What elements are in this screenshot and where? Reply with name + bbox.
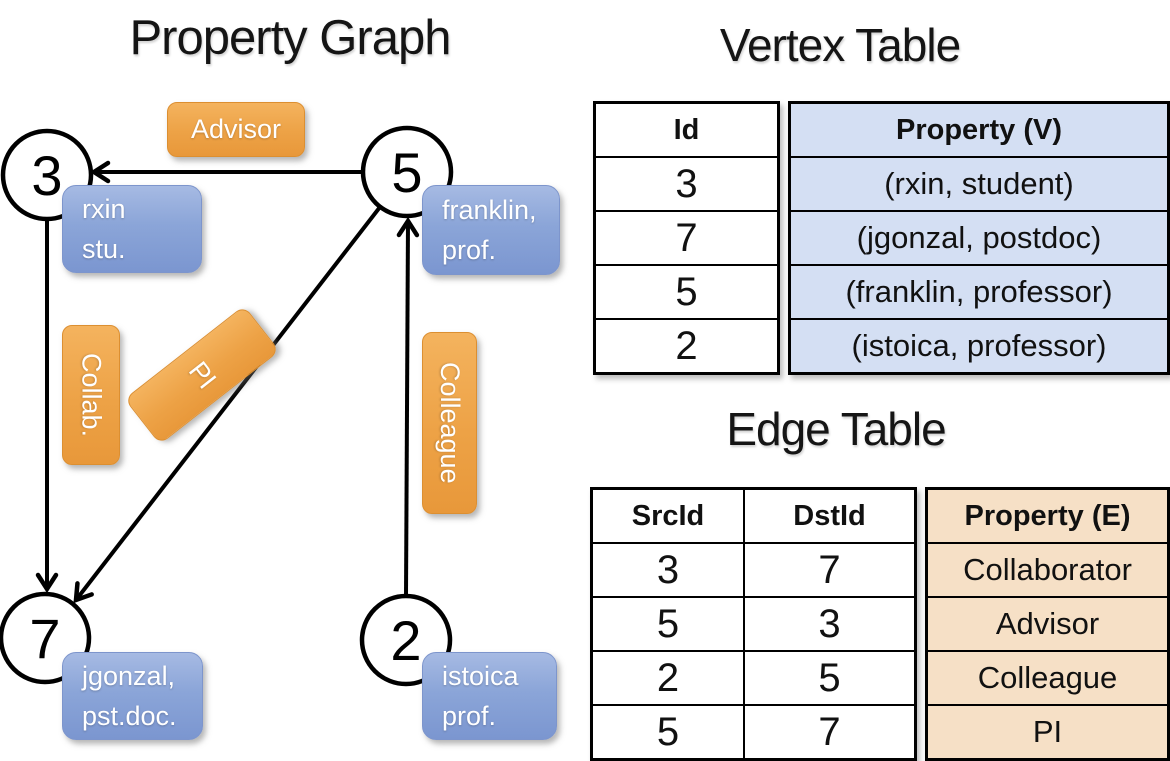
vertex-id-cell: 2 bbox=[593, 318, 780, 375]
edge-src-cell: 5 bbox=[590, 596, 745, 652]
vertex-property-cell: (franklin, professor) bbox=[788, 264, 1170, 320]
vertex-property-2-line2: prof. bbox=[442, 701, 497, 731]
vertex-id-cell: 7 bbox=[593, 210, 780, 266]
vertex-property-cell: (istoica, professor) bbox=[788, 318, 1170, 375]
edge-label-advisor: Advisor bbox=[167, 102, 305, 157]
vertex-table-property-column: Property (V) (rxin, student) (jgonzal, p… bbox=[788, 101, 1170, 375]
vertex-property-3-line1: rxin bbox=[82, 193, 126, 224]
vertex-property-5-line2: prof. bbox=[442, 235, 497, 265]
node-id-3: 3 bbox=[31, 143, 63, 207]
edge-table: SrcId DstId 3 7 5 3 2 5 5 7 Property (E)… bbox=[590, 487, 1170, 761]
vertex-property-5-line1: franklin, bbox=[442, 194, 537, 225]
edge-table-header-property: Property (E) bbox=[925, 487, 1170, 544]
vertex-property-7-line2: pst.doc. bbox=[82, 701, 177, 731]
edge-dst-cell: 7 bbox=[743, 542, 917, 598]
edge-table-title: Edge Table bbox=[726, 403, 946, 455]
edge-label-advisor-text: Advisor bbox=[190, 114, 282, 144]
node-id-5: 5 bbox=[391, 140, 423, 204]
vertex-property-cell: (rxin, student) bbox=[788, 156, 1170, 212]
vertex-property-box-3: rxin stu. bbox=[62, 185, 202, 273]
vertex-property-box-7: jgonzal, pst.doc. bbox=[62, 652, 203, 740]
edge-label-colleague: Colleague bbox=[422, 332, 477, 514]
vertex-table-title: Vertex Table bbox=[719, 19, 961, 71]
vertex-table-id-column: Id 3 7 5 2 bbox=[593, 101, 780, 375]
vertex-property-box-5: franklin, prof. bbox=[422, 185, 560, 275]
edge-colleague-2-to-5 bbox=[396, 216, 420, 597]
edge-src-cell: 5 bbox=[590, 704, 745, 761]
vertex-property-2-line1: istoica bbox=[442, 660, 519, 691]
edge-property-cell: Collaborator bbox=[925, 542, 1170, 598]
vertex-table: Id 3 7 5 2 Property (V) (rxin, student) … bbox=[593, 101, 1170, 375]
vertex-property-box-2: istoica prof. bbox=[422, 652, 557, 740]
property-graph-panel: Property Graph 3 5 7 2 Advisor Collab. P… bbox=[0, 0, 580, 760]
property-graph-title: Property Graph bbox=[129, 11, 452, 65]
edge-label-pi-text: PI bbox=[182, 355, 223, 394]
edge-table-src-dst-columns: SrcId DstId 3 7 5 3 2 5 5 7 bbox=[590, 487, 917, 761]
node-id-2: 2 bbox=[390, 608, 422, 672]
edge-table-header-dstid: DstId bbox=[743, 487, 917, 544]
vertex-table-header-property: Property (V) bbox=[788, 101, 1170, 158]
vertex-id-cell: 5 bbox=[593, 264, 780, 320]
edge-label-colleague-text: Colleague bbox=[435, 362, 465, 484]
edge-table-header-srcid: SrcId bbox=[590, 487, 745, 544]
vertex-id-cell: 3 bbox=[593, 156, 780, 212]
edge-pi-5-to-7 bbox=[73, 205, 382, 604]
vertex-table-header-id: Id bbox=[593, 101, 780, 158]
edge-dst-cell: 3 bbox=[743, 596, 917, 652]
vertex-property-cell: (jgonzal, postdoc) bbox=[788, 210, 1170, 266]
edge-label-collab: Collab. bbox=[62, 325, 120, 465]
node-id-7: 7 bbox=[29, 606, 61, 670]
edge-dst-cell: 5 bbox=[743, 650, 917, 706]
edge-src-cell: 3 bbox=[590, 542, 745, 598]
edge-property-cell: Advisor bbox=[925, 596, 1170, 652]
edge-property-cell: Colleague bbox=[925, 650, 1170, 706]
edge-src-cell: 2 bbox=[590, 650, 745, 706]
edge-dst-cell: 7 bbox=[743, 704, 917, 761]
edge-table-property-column: Property (E) Collaborator Advisor Collea… bbox=[925, 487, 1170, 761]
edge-label-collab-text: Collab. bbox=[76, 352, 107, 438]
vertex-property-7-line1: jgonzal, bbox=[82, 660, 176, 691]
edge-property-cell: PI bbox=[925, 704, 1170, 761]
vertex-property-3-line2: stu. bbox=[82, 234, 126, 264]
